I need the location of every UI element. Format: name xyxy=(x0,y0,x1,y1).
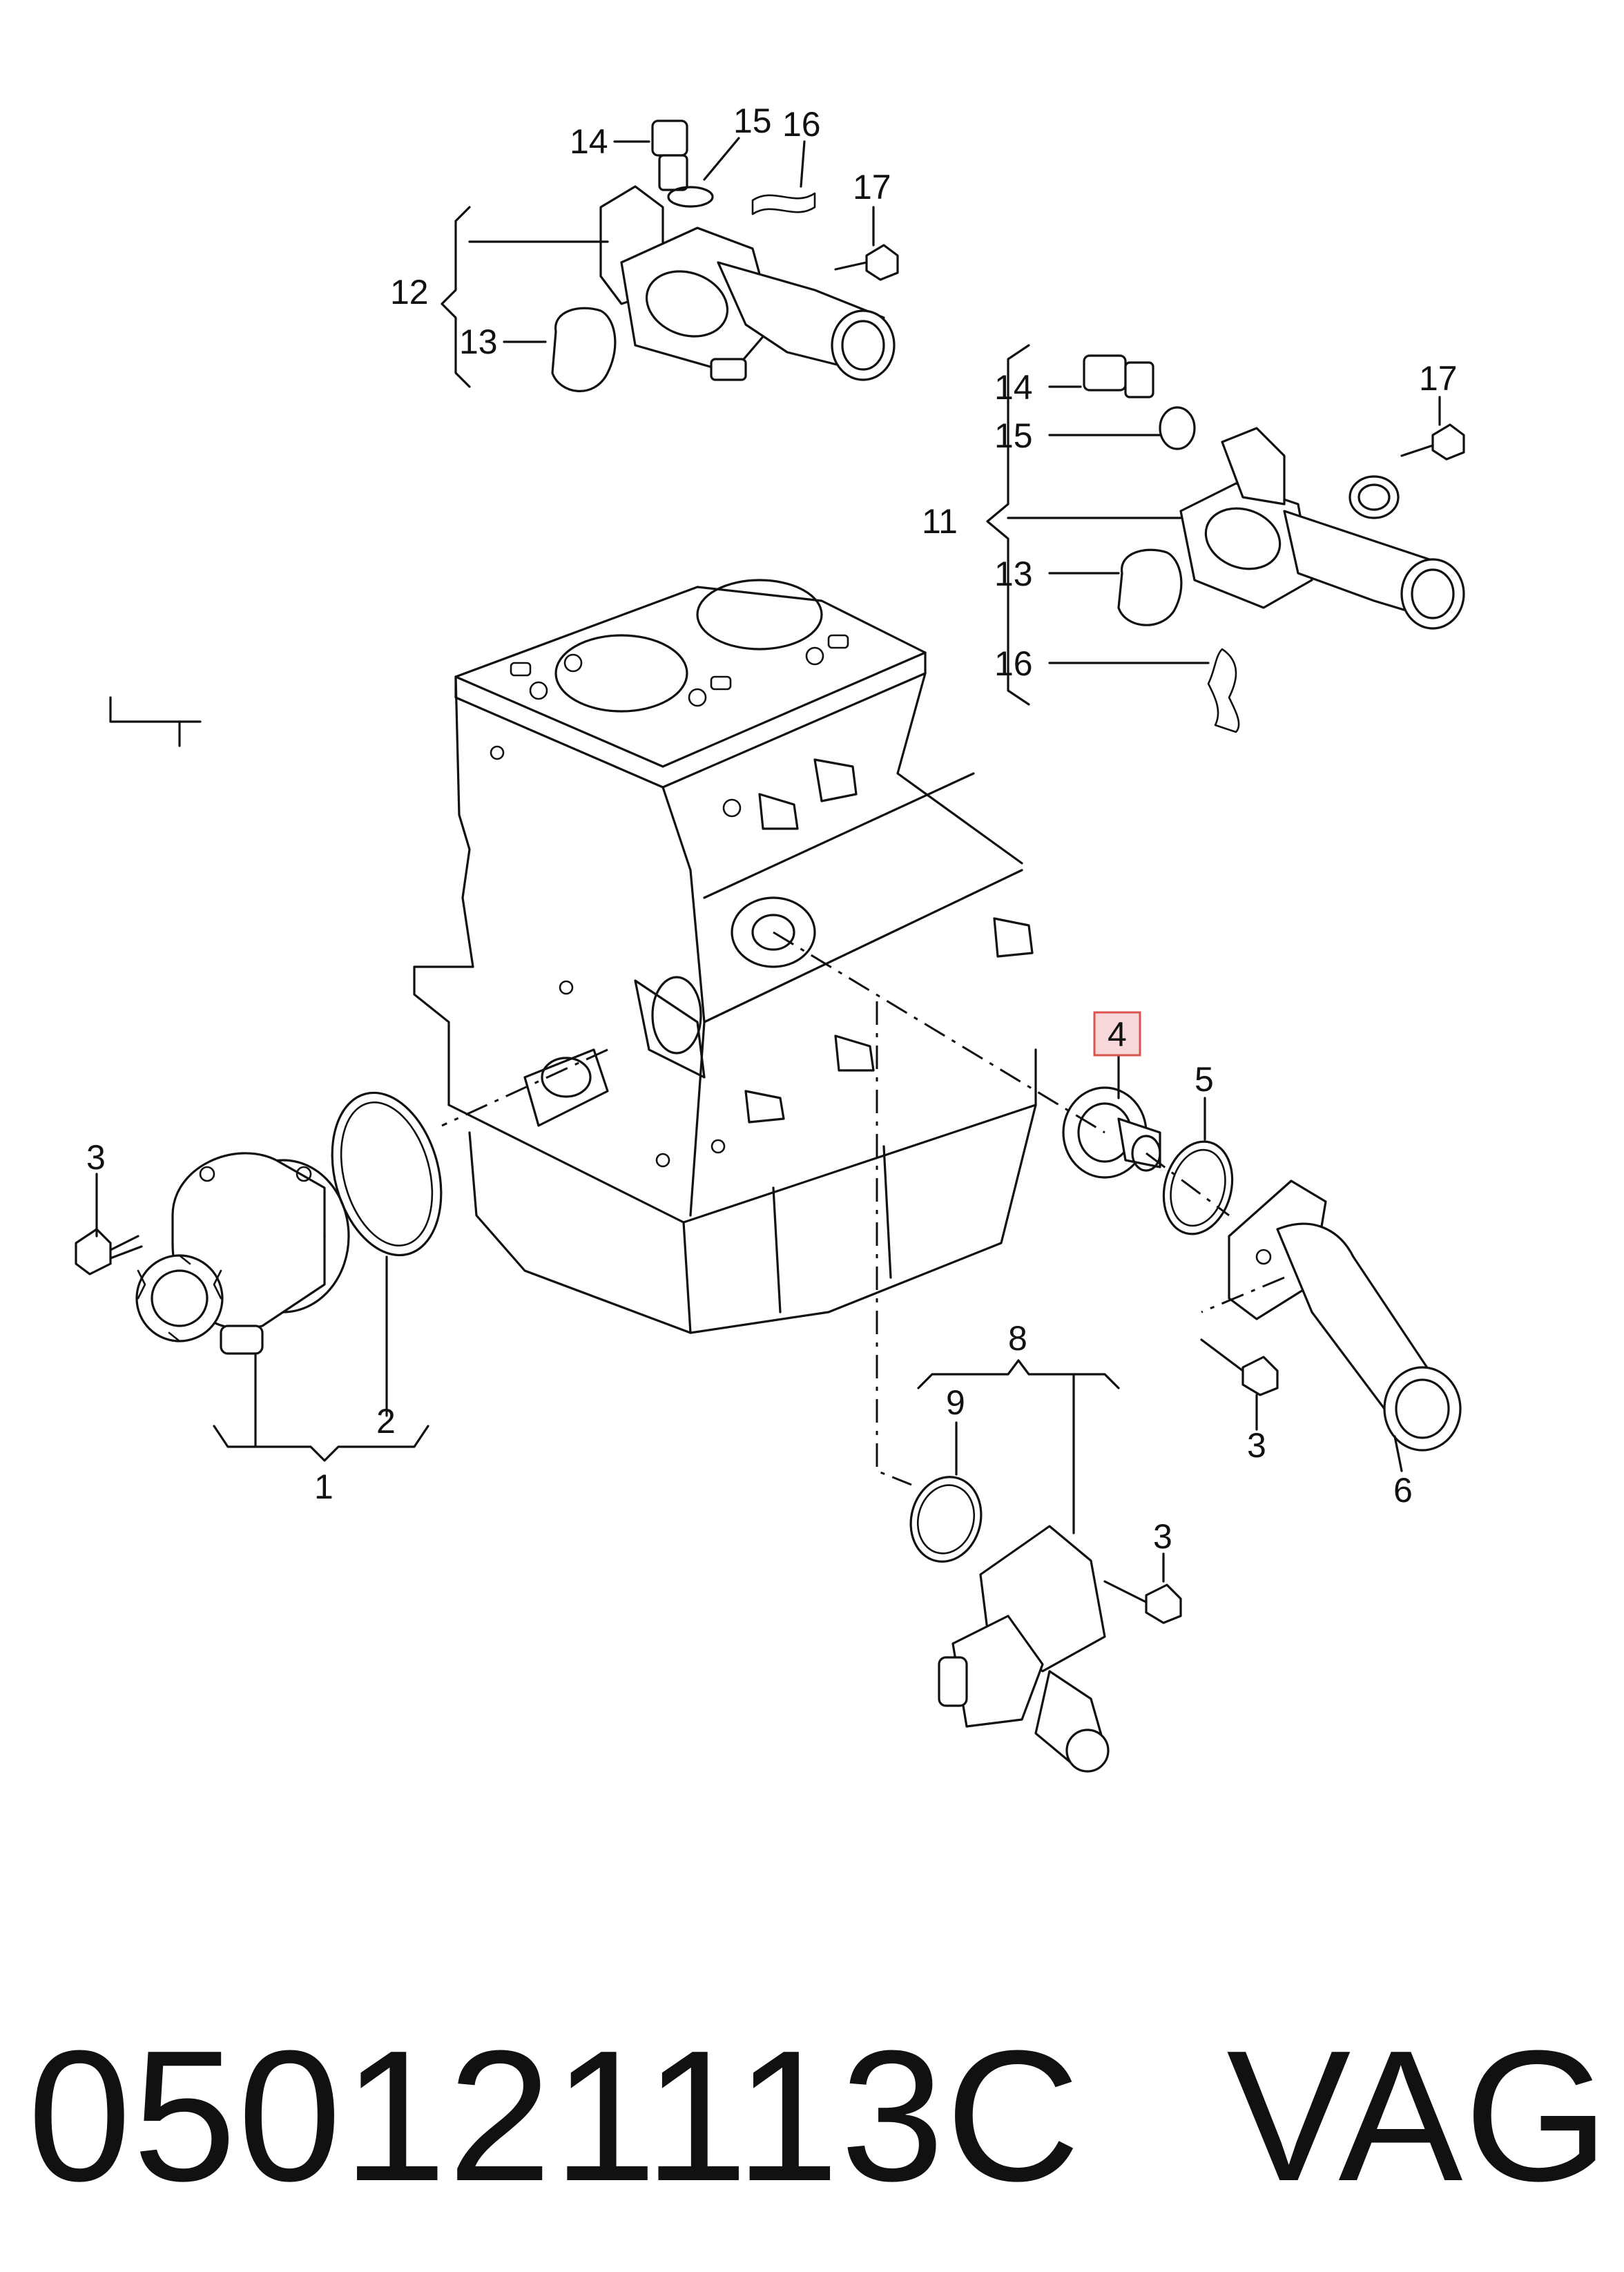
thermostat xyxy=(1062,1086,1161,1179)
callout-4: 4 xyxy=(1108,1015,1127,1054)
callout-12: 12 xyxy=(390,273,429,311)
callout-labels: 12 13 14 15 16 17 14 15 11 13 16 17 3 2 … xyxy=(86,102,1458,1556)
bolt-17-top xyxy=(834,244,899,281)
clip-16-top xyxy=(751,192,816,215)
assembly-lines xyxy=(441,931,1285,1486)
water-pump xyxy=(135,1152,350,1355)
callout-8: 8 xyxy=(1008,1319,1027,1358)
engine-block xyxy=(413,579,1037,1334)
callout-13-right: 13 xyxy=(994,555,1033,593)
coolant-flange-11 xyxy=(1179,427,1465,630)
part-footer: 050121113C VAG xyxy=(28,2003,1610,2231)
callout-16-right: 16 xyxy=(994,644,1033,683)
seal-15-top xyxy=(667,186,714,208)
gasket-13-top xyxy=(551,307,617,392)
callout-1: 1 xyxy=(314,1467,334,1506)
callout-13-top: 13 xyxy=(459,322,498,361)
callout-15-right: 15 xyxy=(994,416,1033,455)
callout-15-top: 15 xyxy=(733,102,772,140)
callout-17-top: 17 xyxy=(853,168,891,206)
sensor-14-top xyxy=(651,119,688,191)
callout-5: 5 xyxy=(1195,1060,1214,1099)
coolant-flange-12 xyxy=(599,185,896,381)
coolant-flange-6 xyxy=(1228,1180,1462,1452)
leader-lines xyxy=(95,137,1441,1583)
callout-3-bottom: 3 xyxy=(1153,1517,1172,1556)
bolt-3-bottom xyxy=(1103,1580,1182,1624)
callout-3-right: 3 xyxy=(1247,1426,1266,1465)
o-ring-5 xyxy=(1162,1140,1234,1235)
callout-14-top: 14 xyxy=(570,122,608,161)
callout-4-highlight xyxy=(1093,1011,1141,1057)
gasket-ring-2-inner xyxy=(340,1101,434,1246)
seal-15-right xyxy=(1159,406,1196,450)
sensor-14-right xyxy=(1083,354,1154,398)
coolant-housing-8 xyxy=(909,1476,1110,1773)
clip-16-right xyxy=(1207,648,1240,733)
brand-name: VAG xyxy=(1226,2012,1611,2220)
bolt-3-left xyxy=(75,1228,143,1275)
callout-11: 11 xyxy=(922,502,958,541)
bolt-17-right xyxy=(1400,423,1465,461)
part-number: 050121113C xyxy=(28,2012,1082,2220)
callout-2: 2 xyxy=(376,1402,396,1441)
callout-17-right: 17 xyxy=(1419,359,1458,398)
o-ring-5-inner xyxy=(1170,1148,1226,1227)
callout-14-right: 14 xyxy=(994,368,1033,407)
gasket-13-right xyxy=(1117,548,1183,626)
callout-9: 9 xyxy=(946,1383,965,1422)
callout-3-left: 3 xyxy=(86,1138,106,1177)
callout-6: 6 xyxy=(1393,1471,1413,1510)
bolt-3-right xyxy=(1200,1338,1279,1396)
callout-16-top: 16 xyxy=(782,105,821,144)
gasket-ring-2 xyxy=(331,1091,443,1257)
